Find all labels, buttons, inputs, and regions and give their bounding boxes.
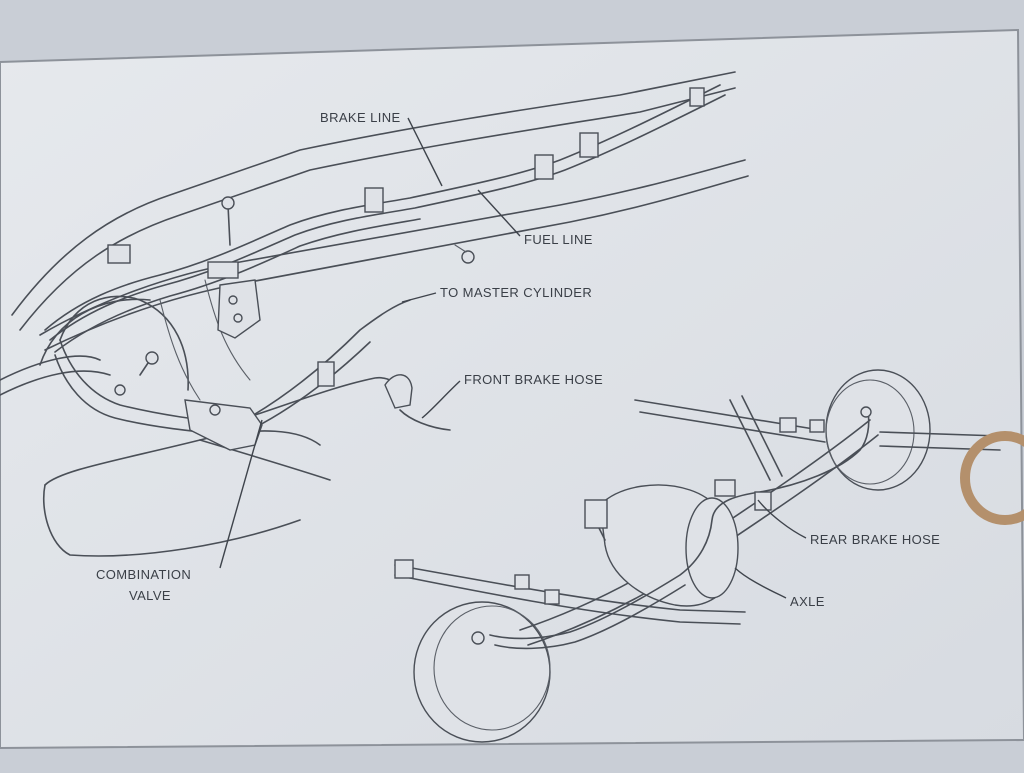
vehicle-frame-drawing bbox=[0, 71, 749, 557]
label-rear-brake-hose: REAR BRAKE HOSE bbox=[810, 532, 940, 547]
binder-ring bbox=[960, 431, 1024, 525]
line-clip bbox=[107, 244, 131, 264]
line-clip bbox=[689, 87, 705, 107]
paper-sheet bbox=[0, 28, 1024, 750]
label-axle: AXLE bbox=[790, 594, 825, 609]
callout-leaders bbox=[219, 117, 807, 599]
label-combination-valve-1: COMBINATION bbox=[96, 567, 191, 582]
front-brake-hose-fitting bbox=[384, 374, 413, 409]
label-front-brake-hose: FRONT BRAKE HOSE bbox=[464, 372, 603, 387]
line-clip bbox=[579, 132, 599, 158]
line-clip bbox=[207, 261, 239, 279]
label-combination-valve-2: VALVE bbox=[129, 588, 171, 603]
line-clip bbox=[364, 187, 384, 213]
line-clip bbox=[317, 361, 335, 387]
rear-axle-drawing bbox=[394, 369, 1001, 743]
brake-and-fuel-lines bbox=[44, 84, 726, 451]
label-fuel-line: FUEL LINE bbox=[524, 232, 593, 247]
rear-brake-hose-fitting bbox=[714, 479, 736, 497]
line-clip bbox=[534, 154, 554, 180]
label-brake-line: BRAKE LINE bbox=[320, 110, 401, 125]
label-to-master-cylinder: TO MASTER CYLINDER bbox=[440, 285, 592, 300]
